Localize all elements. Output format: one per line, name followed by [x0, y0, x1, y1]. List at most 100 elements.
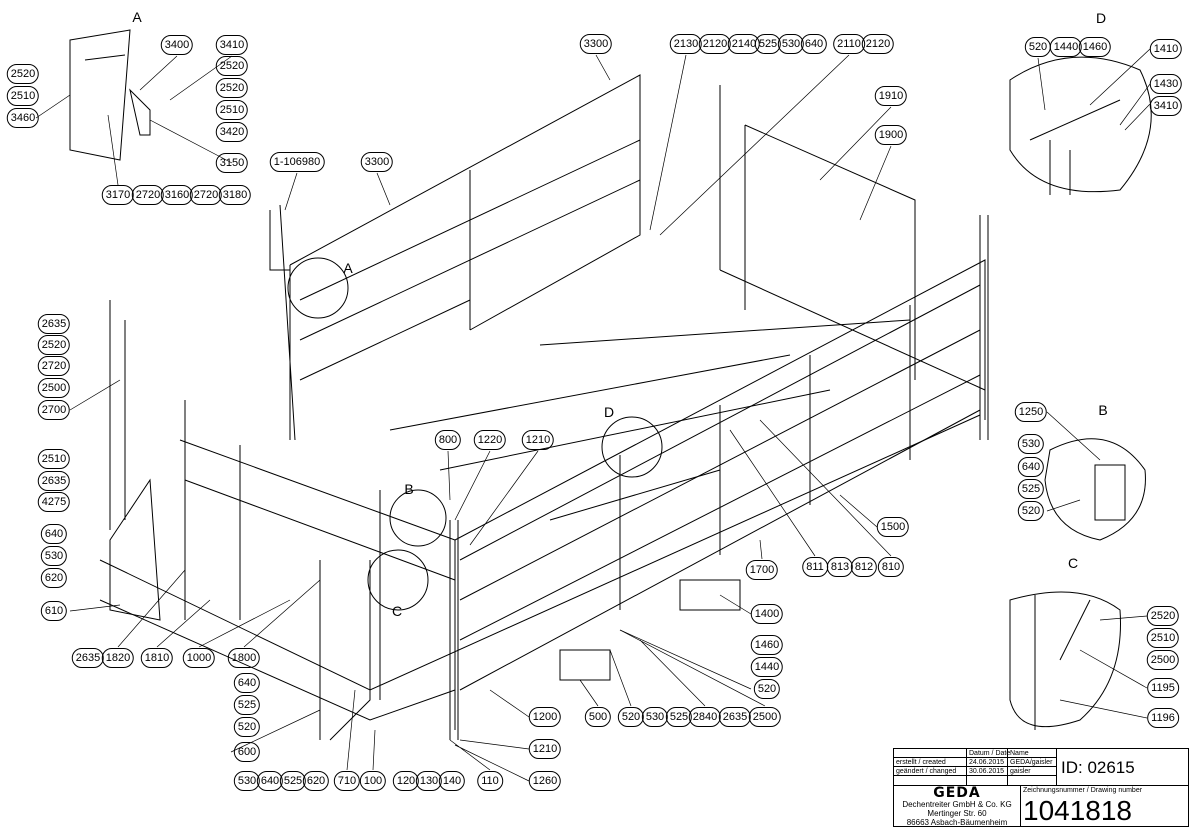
part-number-balloon: 520 — [753, 679, 781, 699]
part-number-balloon: 1460 — [1078, 37, 1112, 57]
drawing-number-label: Zeichnungsnummer / Drawing number — [1023, 787, 1143, 794]
part-number-balloon: 1210 — [521, 430, 555, 450]
part-number-balloon: 520 — [1017, 501, 1045, 521]
part-number-balloon: 1400 — [750, 604, 784, 624]
part-number-balloon: 2635 — [37, 471, 71, 491]
part-number-balloon: 2120 — [698, 34, 732, 54]
detail-view-label: B — [404, 481, 414, 497]
part-number-balloon: 1820 — [101, 648, 135, 668]
part-number-balloon: 640 — [233, 673, 261, 693]
detail-views — [69, 29, 1152, 730]
detail-view-label: A — [343, 260, 353, 276]
part-number-balloon: 1260 — [528, 771, 562, 791]
document-id: ID: 02615 — [1056, 748, 1189, 786]
part-number-balloon: 525 — [1017, 479, 1045, 499]
part-number-balloon: 3300 — [360, 152, 394, 172]
part-number-balloon: 800 — [434, 430, 462, 450]
part-number-balloon: 1910 — [874, 86, 908, 106]
part-number-balloon: 3420 — [215, 122, 249, 142]
part-number-balloon: 1410 — [1149, 39, 1183, 59]
part-number-balloon: 3180 — [218, 185, 252, 205]
part-number-balloon: 500 — [584, 707, 612, 727]
part-number-balloon: 2500 — [37, 378, 71, 398]
part-number-balloon: 1430 — [1149, 74, 1183, 94]
part-number-balloon: 110 — [477, 771, 503, 791]
part-number-balloon: 640 — [1017, 457, 1045, 477]
company-name: Dechentreiter GmbH & Co. KG — [902, 800, 1012, 809]
part-number-balloon: 1196 — [1147, 708, 1179, 728]
drawing-number: 1041818 — [1023, 795, 1133, 826]
part-number-balloon: 610 — [40, 601, 68, 621]
part-number-balloon: 2720 — [37, 356, 71, 376]
part-number-balloon: 1800 — [227, 648, 261, 668]
part-number-balloon: 3300 — [579, 34, 613, 54]
part-number-balloon: 520 — [1024, 37, 1052, 57]
part-number-balloon: 2520 — [37, 335, 71, 355]
geda-logo: GEDA — [933, 785, 981, 801]
part-number-balloon: 2510 — [1146, 628, 1180, 648]
part-number-balloon: 640 — [40, 524, 68, 544]
part-number-balloon: 620 — [40, 568, 68, 588]
part-number-balloon: 1250 — [1014, 402, 1048, 422]
part-number-balloon: 1-106980 — [269, 152, 325, 172]
company-street: Mertinger Str. 60 — [927, 809, 987, 818]
part-number-balloon: 3410 — [215, 35, 249, 55]
part-number-balloon: 2510 — [6, 86, 40, 106]
part-number-balloon: 530 — [641, 707, 669, 727]
part-number-balloon: 2510 — [37, 449, 71, 469]
part-number-balloon: 2520 — [215, 78, 249, 98]
part-number-balloon: 2520 — [215, 56, 249, 76]
part-number-balloon: 812 — [850, 557, 878, 577]
part-number-balloon: 3460 — [6, 108, 40, 128]
trailer-frame — [99, 74, 989, 741]
part-number-balloon: 3150 — [215, 153, 249, 173]
part-number-balloon: 3160 — [160, 185, 194, 205]
part-number-balloon: 1200 — [528, 707, 562, 727]
part-number-balloon: 1810 — [140, 648, 174, 668]
part-number-balloon: 1700 — [745, 560, 779, 580]
part-number-balloon: 2635 — [71, 648, 105, 668]
part-number-balloon: 1440 — [750, 657, 784, 677]
part-number-balloon: 2510 — [215, 100, 249, 120]
part-number-balloon: 600 — [233, 742, 261, 762]
part-number-balloon: 811 — [802, 557, 828, 577]
part-number-balloon: 4275 — [37, 492, 71, 512]
company-box: GEDA Dechentreiter GmbH & Co. KG Merting… — [893, 785, 1021, 827]
part-number-balloon: 525 — [233, 695, 261, 715]
detail-view-label: C — [391, 603, 403, 619]
part-number-balloon: 2520 — [6, 64, 40, 84]
part-number-balloon: 520 — [617, 707, 645, 727]
detail-view-label: D — [1095, 10, 1107, 26]
part-number-balloon: 3410 — [1149, 96, 1183, 116]
part-number-balloon: 2120 — [861, 34, 895, 54]
part-number-balloon: 3400 — [160, 35, 194, 55]
part-number-balloon: 2700 — [37, 400, 71, 420]
part-number-balloon: 640 — [800, 34, 828, 54]
part-number-balloon: 2500 — [1146, 650, 1180, 670]
drawing-number-box: Zeichnungsnummer / Drawing number 104181… — [1020, 785, 1189, 827]
part-number-balloon: 2720 — [189, 185, 223, 205]
part-number-balloon: 100 — [359, 771, 387, 791]
part-number-balloon: 3170 — [101, 185, 135, 205]
part-number-balloon: 2520 — [1146, 606, 1180, 626]
part-number-balloon: 2720 — [131, 185, 165, 205]
part-number-balloon: 1220 — [473, 430, 507, 450]
part-number-balloon: 140 — [438, 771, 466, 791]
part-number-balloon: 1210 — [528, 739, 562, 759]
part-number-balloon: 1440 — [1049, 37, 1083, 57]
part-number-balloon: 1500 — [876, 517, 910, 537]
part-number-balloon: 1900 — [874, 125, 908, 145]
part-number-balloon: 2635 — [37, 314, 71, 334]
leader-lines — [35, 48, 1151, 782]
part-number-balloon: 520 — [233, 717, 261, 737]
part-number-balloon: 530 — [1017, 434, 1045, 454]
part-number-balloon: 1000 — [182, 648, 216, 668]
part-number-balloon: 2635 — [718, 707, 752, 727]
part-number-balloon: 2110 — [833, 34, 865, 54]
part-number-balloon: 1195 — [1147, 678, 1179, 698]
detail-view-label: A — [132, 9, 142, 25]
part-number-balloon: 810 — [877, 557, 905, 577]
title-block: Datum / Date Name erstellt / created 24.… — [893, 748, 1189, 827]
part-number-balloon: 710 — [333, 771, 361, 791]
